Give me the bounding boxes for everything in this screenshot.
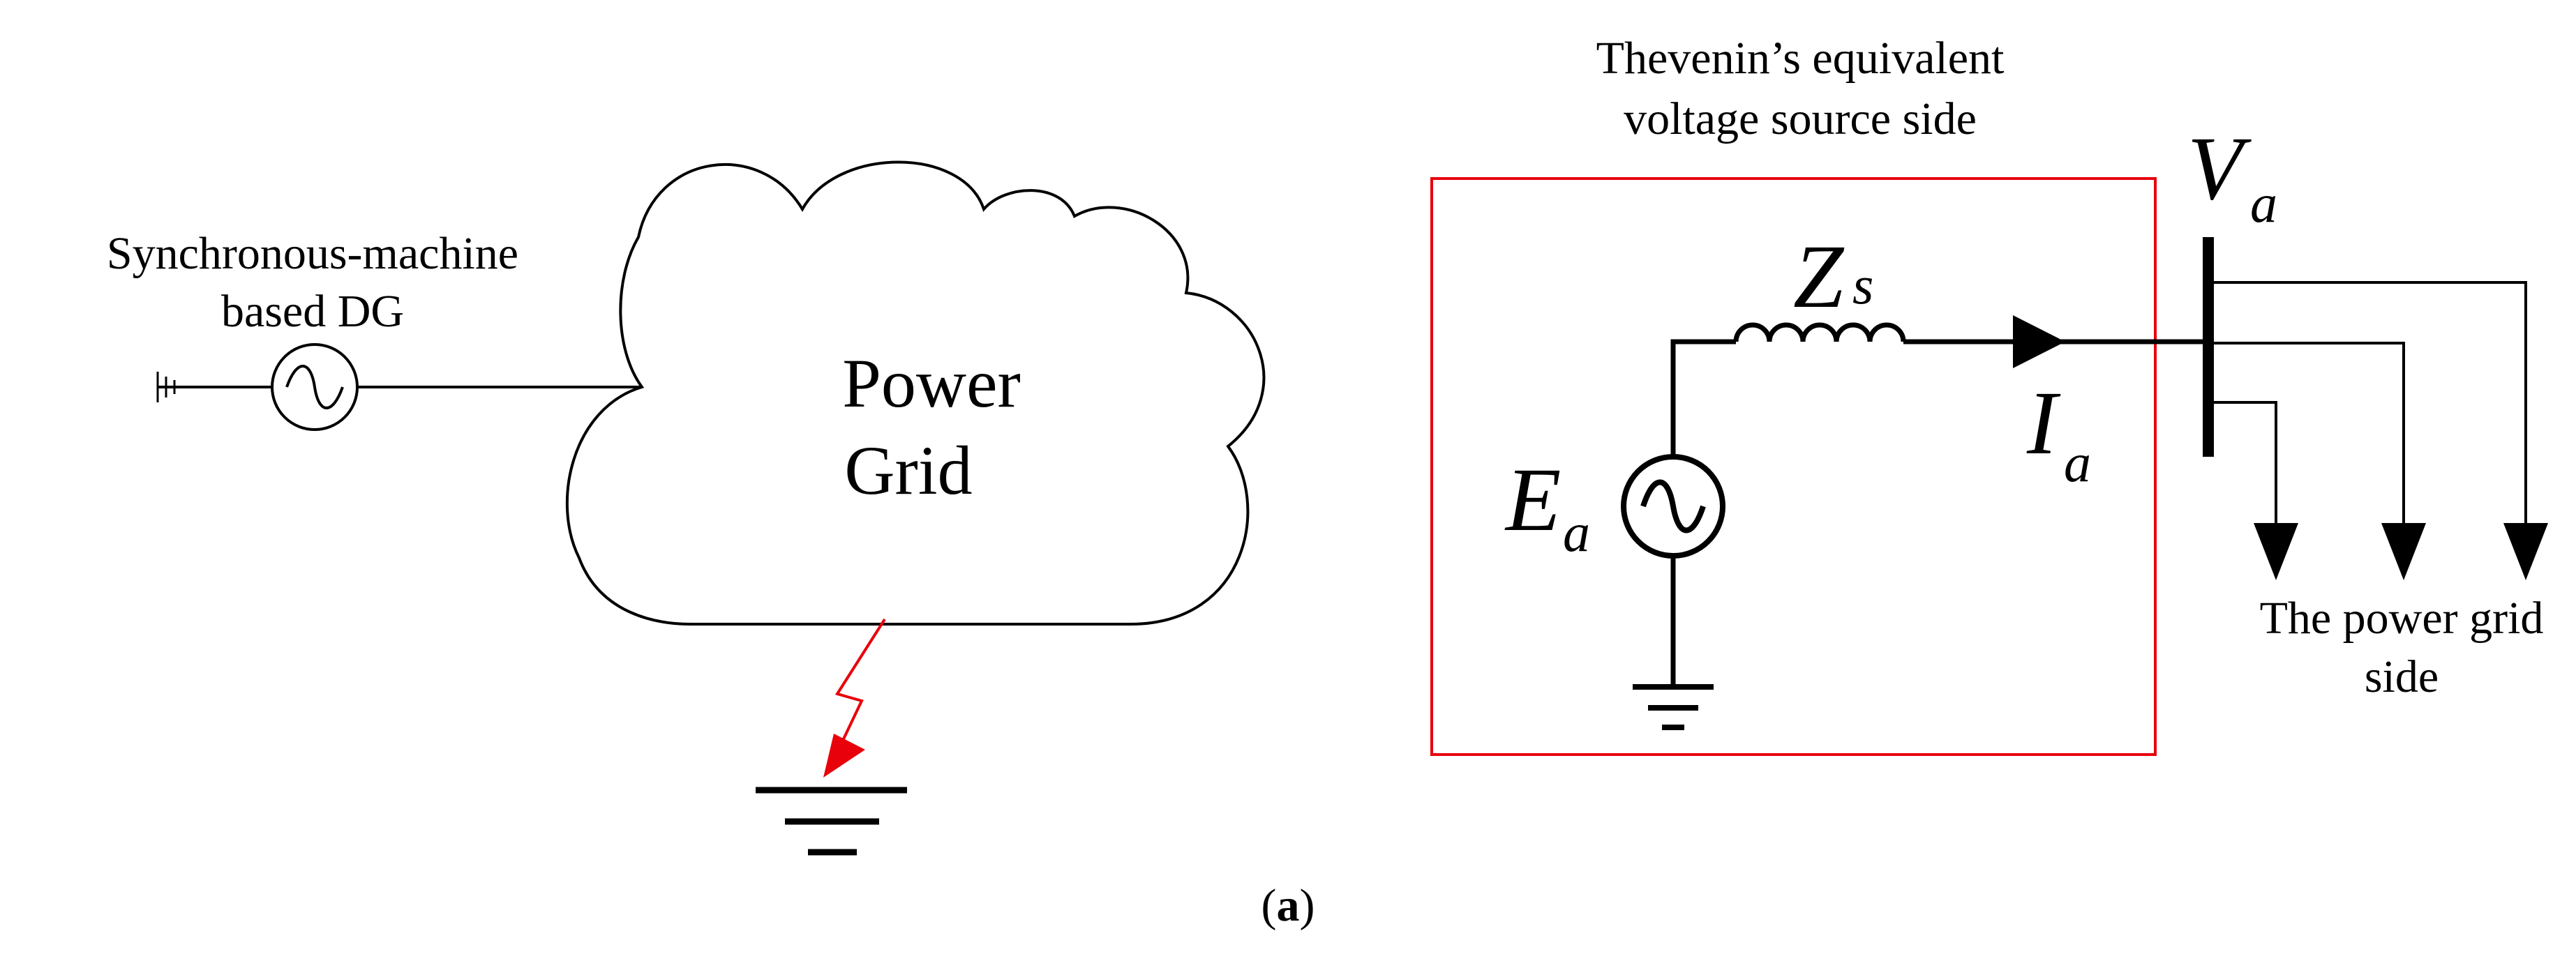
caption-close: ) [1300,880,1315,931]
right-panel: Thevenin’s equivalent voltage source sid… [1430,33,2548,756]
current-direction-arrow-icon [2013,315,2065,368]
thevenin-boundary-box [1430,177,2157,756]
left-panel: Synchronous-machine based DG Power Grid [107,160,1266,856]
grid-side-label-line1: The power grid [2260,593,2544,644]
dg-generator-icon [271,343,359,431]
figure-caption: (a) [1261,880,1315,931]
fault-ground-icon [756,787,907,856]
generator-label-line1: Synchronous-machine [107,228,518,279]
generator-label-line2: based DG [221,286,404,337]
voltage-source-icon [1621,454,1725,559]
impedance-symbol-subscript: s [1852,255,1873,315]
caption-open: ( [1261,880,1277,931]
cloud-label-line2: Grid [844,432,972,509]
grid-side-label-line2: side [2365,651,2439,702]
bus-voltage-symbol-letter: V [2187,119,2252,219]
bus-voltage-symbol-subscript: a [2250,173,2277,234]
source-wire-top [1670,339,1736,457]
current-symbol-letter: I [2026,373,2061,474]
current-symbol: I a [2026,373,2091,493]
impedance-symbol-letter: Z [1793,227,1845,327]
caption-letter: a [1277,880,1300,931]
impedance-inductor-icon [1733,322,1906,342]
load-arrow-icon [2381,523,2426,580]
power-grid-cloud [565,160,1266,626]
load-arrow-icons [2254,523,2548,580]
grid-feeders [2214,281,2527,523]
source-symbol-letter: E [1504,450,1561,550]
bus-voltage-symbol: V a [2187,119,2277,234]
current-symbol-subscript: a [2064,432,2091,493]
load-arrow-icon [2254,523,2298,580]
load-arrow-icon [2503,523,2548,580]
source-ground-icon [1633,684,1714,730]
cloud-label-line1: Power [842,344,1021,422]
thevenin-title-line1: Thevenin’s equivalent [1596,33,2005,84]
impedance-symbol: Z s [1793,227,1873,327]
source-symbol: E a [1504,450,1590,563]
fault-lightning-icon [823,618,886,778]
thevenin-title-line2: voltage source side [1624,93,1977,144]
source-symbol-subscript: a [1563,502,1590,563]
